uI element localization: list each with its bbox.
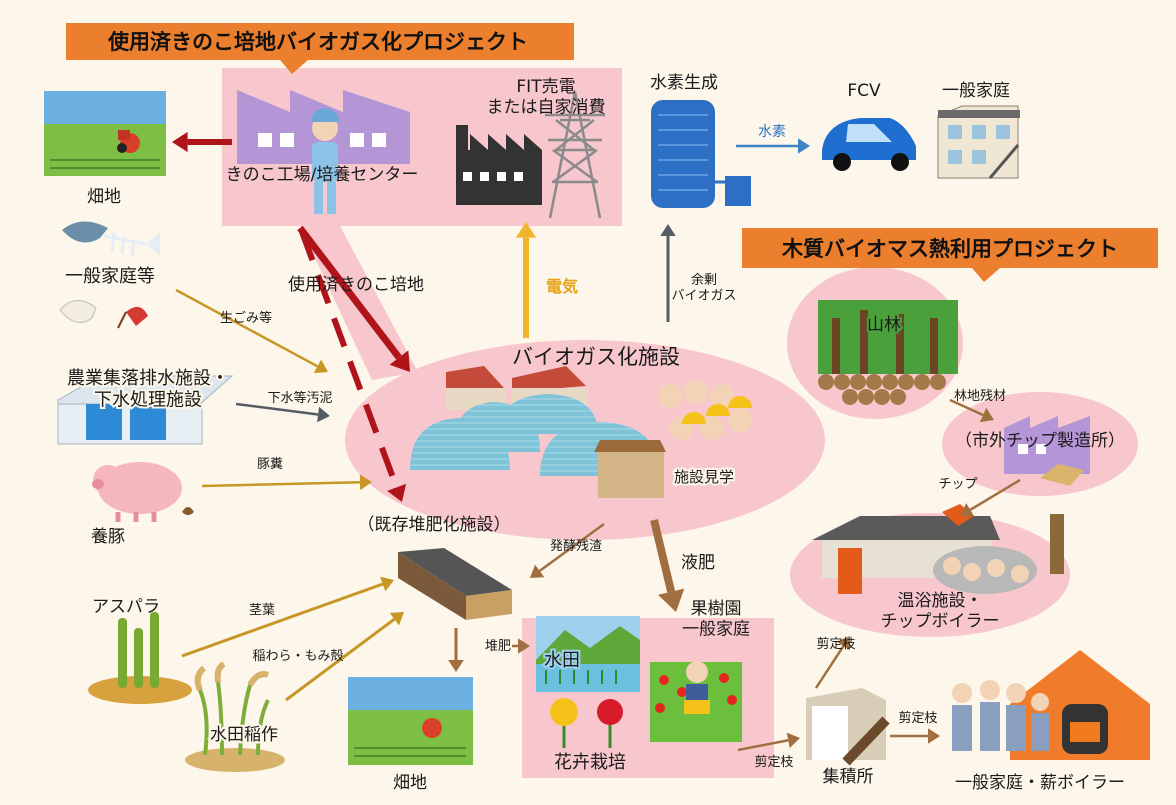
forest-illustration — [818, 300, 958, 405]
arrow-electricity — [515, 222, 537, 338]
labels: 畑地 きのこ工場/培養センター FIT売電または自家消費 水素生成 FCV 一般家庭一般家… — [63, 73, 1125, 793]
orchard-illustration — [650, 661, 742, 742]
arrow-compost-to-paddy — [512, 638, 530, 654]
mushroom-factory-illustration — [237, 90, 410, 214]
fish-bone-illustration — [62, 221, 160, 257]
hydrogen-tank-illustration — [651, 100, 751, 208]
fcv-car-illustration — [822, 118, 916, 171]
arrow-liquid-fertilizer — [650, 519, 685, 612]
field-top-illustration — [44, 91, 166, 176]
existing-compost-label: （既存堆肥化施設） — [358, 515, 511, 535]
flowers-illustration — [550, 698, 623, 748]
arrow-orchard-to-collection — [737, 732, 800, 752]
arrow-straw-husk — [285, 612, 404, 702]
flow-hydrogen-label: 水素 — [758, 124, 786, 140]
flow-digestate-label: 発酵残渣 — [550, 539, 602, 554]
paddy-label: 水田 — [544, 650, 580, 671]
house-top-illustration — [937, 105, 1020, 179]
arrow-stems-leaves — [181, 576, 394, 658]
rice-plant-illustration — [185, 661, 285, 772]
fcv-label: FCV — [847, 81, 881, 101]
food-waste-illustration — [59, 300, 148, 329]
arrow-digestate — [530, 522, 605, 578]
fit-power-label: FIT売電または自家消費 — [487, 77, 606, 117]
biogas-facility-label: バイオガス化施設 — [512, 345, 680, 369]
flow-electricity-label: 電気 — [546, 277, 578, 296]
arrow-hydrogen — [736, 138, 810, 154]
arrow-pig-manure — [201, 474, 372, 491]
collection-shed-illustration — [806, 688, 890, 766]
asparagus-label: アスパラ — [92, 597, 160, 617]
mushroom-factory-label: きのこ工場/培養センター — [226, 165, 419, 185]
arrow-surplus-biogas — [660, 224, 676, 322]
arrow-sewage — [235, 402, 330, 423]
flow-pruned-bath-label: 剪定枝 — [816, 636, 855, 652]
orchard-label: 果樹園一般家庭 — [682, 599, 750, 639]
banner-mushroom-project: 使用済きのこ培地バイオガス化プロジェクト — [66, 23, 574, 74]
chip-factory-illustration — [1004, 416, 1090, 486]
arrow-medium-to-biogas — [297, 225, 410, 372]
flow-pruned-orchard-label: 剪定枝 — [754, 754, 793, 770]
arrow-collection-to-household — [890, 728, 940, 744]
arrow-factory-to-field — [172, 131, 232, 153]
flow-liquid-fertilizer-label: 液肥 — [681, 553, 715, 573]
field-top-label: 畑地 — [87, 187, 121, 207]
collection-point-label: 集積所 — [823, 767, 874, 787]
rice-farming-label: 水田稲作 — [210, 725, 278, 745]
field-bottom-illustration — [348, 677, 473, 765]
family-boiler-illustration — [952, 650, 1150, 760]
flow-pig-manure-label: 豚糞 — [257, 457, 283, 472]
power-plant-illustration — [456, 125, 542, 205]
arrow-medium-to-compost — [299, 230, 407, 502]
pig-farming-label: 養豚 — [91, 527, 125, 547]
arrow-compost-to-field — [448, 628, 464, 672]
flow-food-waste-label: 生ごみ等 — [220, 310, 272, 326]
banner-mushroom-text: 使用済きのこ培地バイオガス化プロジェクト — [107, 30, 528, 54]
household-boiler-label: 一般家庭・薪ボイラー — [955, 773, 1125, 793]
hydrogen-generation-label: 水素生成 — [650, 73, 718, 93]
paddy-illustration — [536, 616, 640, 692]
flow-chip-label: チップ — [938, 477, 977, 492]
chip-factory-label: （市外チップ製造所） — [955, 431, 1125, 451]
flow-compost-label: 堆肥 — [485, 639, 511, 654]
flow-surplus-biogas-label: 余剰バイオガス — [671, 272, 736, 304]
arrows — [172, 131, 1021, 752]
general-household-top-label: 一般家庭 — [942, 81, 1010, 101]
flow-stems-leaves-label: 茎葉 — [249, 603, 275, 618]
flow-pruned-household-label: 剪定枝 — [898, 710, 937, 726]
banner-wood-project: 木質バイオマス熱利用プロジェクト — [742, 228, 1158, 282]
households-label: 一般家庭等 — [65, 266, 155, 287]
sewage-facility-illustration — [57, 375, 234, 445]
flow-forest-residue-label: 林地残材 — [954, 389, 1006, 404]
facility-tour-label: 施設見学 — [674, 468, 734, 486]
asparagus-illustration — [88, 612, 192, 704]
flow-straw-husk-label: 稲わら・もみ殻 — [252, 649, 343, 664]
biogas-facility-illustration — [410, 366, 752, 498]
bath-facility-label: 温浴施設・チップボイラー — [881, 591, 1000, 631]
flow-sewage-label: 下水等汚泥 — [267, 390, 332, 406]
arrow-chip — [960, 478, 1021, 517]
power-tower-illustration — [545, 91, 605, 219]
flow-spent-medium-label: 使用済きのこ培地 — [288, 274, 424, 295]
field-bottom-label: 畑地 — [393, 773, 427, 793]
arrow-food-waste — [175, 288, 328, 374]
compost-shed-illustration — [398, 548, 512, 620]
flower-cultivation-label: 花卉栽培 — [554, 752, 626, 773]
mountain-forest-label: 山林 — [867, 315, 901, 335]
arrow-collection-to-bath — [814, 636, 850, 689]
banner-wood-text: 木質バイオマス熱利用プロジェクト — [781, 237, 1118, 261]
arrow-forest-residue — [949, 398, 994, 423]
drainage-facility-label: 農業集落排水施設・下水処理施設 — [67, 368, 229, 411]
pig-illustration — [92, 462, 194, 522]
